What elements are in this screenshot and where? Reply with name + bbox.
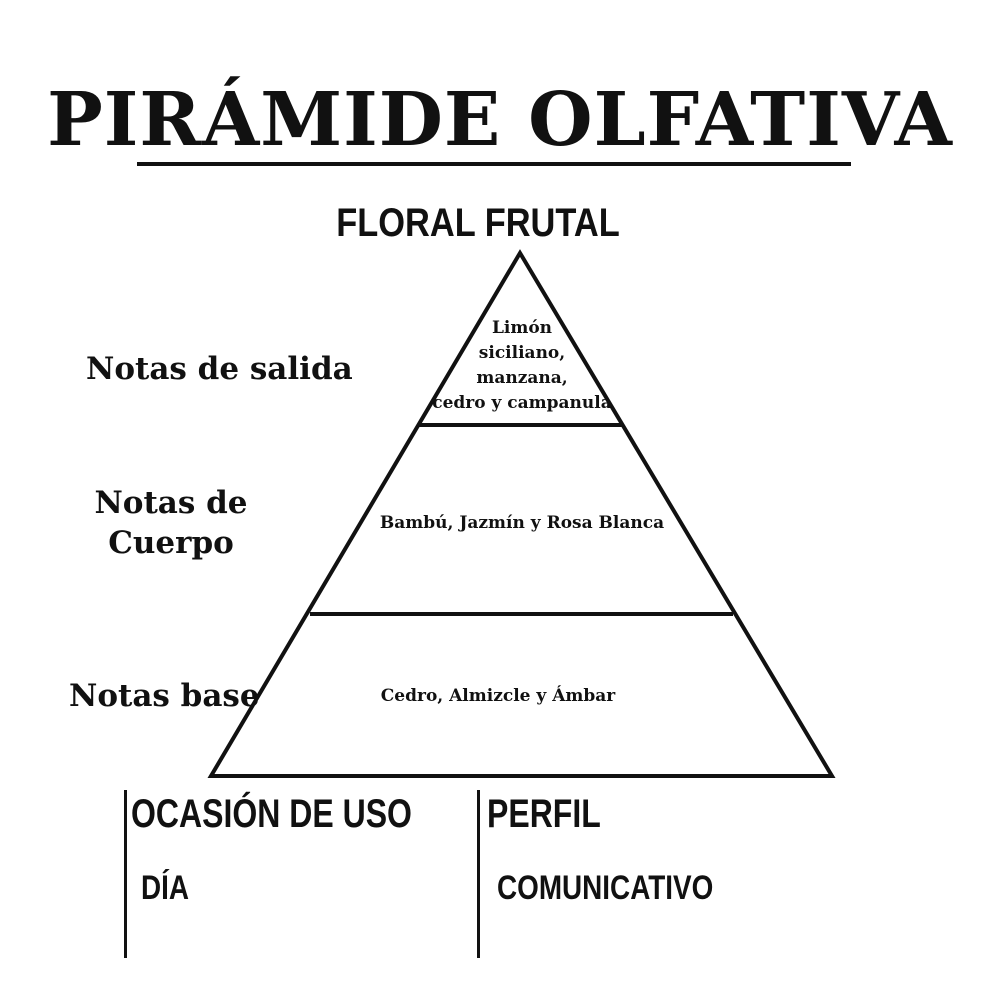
level-label-base: Notas base — [69, 678, 260, 714]
title-underline — [137, 162, 851, 166]
top-notes-line: Limón — [491, 318, 553, 338]
top-notes: Limón siciliano, manzana, cedro y campan… — [420, 316, 624, 416]
level-label-middle-line: Notas de — [94, 485, 248, 521]
profile-divider — [477, 790, 480, 958]
top-notes-line: siciliano, — [478, 343, 566, 363]
level-label-middle: Notas de Cuerpo — [86, 483, 256, 563]
top-notes-line: cedro y campanula — [432, 393, 612, 413]
occasion-heading: OCASIÓN DE USO — [131, 792, 412, 836]
top-notes-line: manzana, — [476, 368, 568, 388]
occasion-value: DÍA — [141, 869, 190, 907]
page-title: PIRÁMIDE OLFATIVA — [47, 77, 953, 163]
fragrance-family: FLORAL FRUTAL — [336, 201, 620, 245]
level-label-middle-line: Cuerpo — [108, 525, 234, 561]
level-label-top: Notas de salida — [86, 351, 353, 387]
middle-notes: Bambú, Jazmín y Rosa Blanca — [379, 513, 665, 533]
base-notes: Cedro, Almizcle y Ámbar — [380, 686, 616, 706]
pyramid-outline — [207, 249, 836, 778]
profile-heading: PERFIL — [487, 792, 601, 836]
profile-value: COMUNICATIVO — [497, 869, 714, 907]
occasion-divider — [124, 790, 127, 958]
